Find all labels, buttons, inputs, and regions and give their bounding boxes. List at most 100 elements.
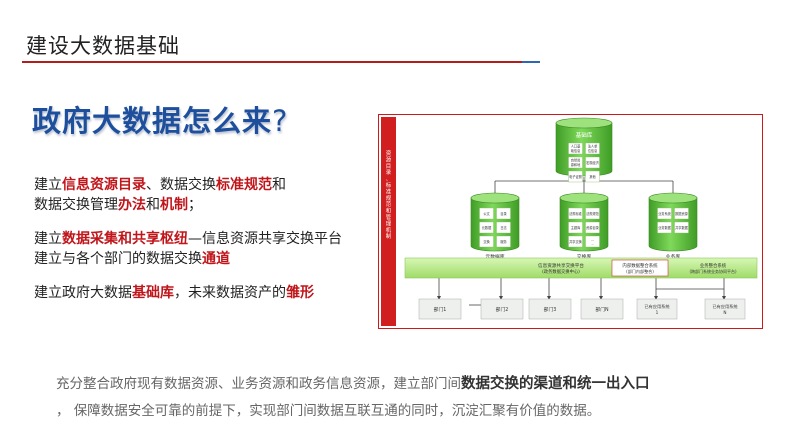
system-label: 已有应用系统 xyxy=(712,303,737,310)
db-cell xyxy=(585,156,600,169)
platform-band xyxy=(404,257,758,279)
db-cell-text: 目录 xyxy=(500,211,507,216)
cylinder-body xyxy=(470,197,520,252)
cylinder-top xyxy=(470,192,520,204)
db-cell-text: 主题库 xyxy=(571,225,581,230)
summary-strong: 数据交换的渠道和统一出入口 xyxy=(461,376,650,392)
db-cell xyxy=(496,221,511,234)
plain-text: 建立 xyxy=(34,231,62,247)
summary-line-2: ， 保障数据安全可靠的前提下，实现部门间数据互联互通的同时，沉淀汇聚有价值的数据… xyxy=(56,403,601,419)
bullet-paragraph: 建立数据采集和共享枢纽—信息资源共享交换平台建立与各个部门的数据交换通道 xyxy=(34,229,342,269)
db-label: 交换库 xyxy=(577,253,592,260)
db-cell-text: 业务系统 xyxy=(658,211,672,216)
db-label: 业务库 xyxy=(666,253,681,260)
system-label: 已有应用系统 xyxy=(644,303,669,310)
department-label: 部门1 xyxy=(434,306,447,313)
internal-integration-box xyxy=(611,259,669,277)
cylinder-body xyxy=(648,197,698,252)
cylinder-top xyxy=(559,192,609,204)
plain-text: —信息资源共享交换平台 xyxy=(188,231,342,247)
db-cell xyxy=(568,156,583,169)
highlight-text: 办法 xyxy=(118,197,146,213)
paragraph-line: 建立政府大数据基础库，未来数据资产的雏形 xyxy=(34,283,314,303)
db-cell-text: 源和地 xyxy=(571,162,581,167)
bullet-paragraph: 建立信息资源目录、数据交换标准规范和数据交换管理办法和机制； xyxy=(34,175,286,215)
department-box xyxy=(528,298,572,320)
heading-mark: ? xyxy=(272,104,289,138)
bullet-paragraph: 建立政府大数据基础库，未来数据资产的雏形 xyxy=(34,283,314,303)
plain-text: 建立与各个部门的数据交换 xyxy=(34,251,202,267)
heading-text: 政府大数据怎么来 xyxy=(32,104,273,138)
db-cell xyxy=(657,221,672,234)
cylinder-top xyxy=(555,117,613,129)
db-cell-text: 宏观经济 xyxy=(586,160,600,165)
highlight-text: 标准规范 xyxy=(216,177,272,193)
db-cell xyxy=(568,207,583,220)
system-sublabel: 1 xyxy=(656,310,659,315)
db-cylinder-base: 基础库人口基础信息法人单位信息自然资源和地宏观经济电子证照其他 xyxy=(555,117,613,183)
db-cell xyxy=(479,235,494,248)
db-cell xyxy=(568,235,583,248)
band-sublabel: (跨部门系统业务协同平台) xyxy=(689,268,737,274)
slide-title: 建设大数据基础 xyxy=(26,34,180,58)
cylinder-top xyxy=(648,192,698,204)
cylinder-body xyxy=(555,122,613,177)
highlight-text: 数据采集和共享枢纽 xyxy=(62,231,188,247)
db-cell-text: 人口基 xyxy=(571,144,581,149)
db-cell-text: 电子证照 xyxy=(569,174,583,179)
db-cell xyxy=(568,142,583,155)
paragraph-line: 建立数据采集和共享枢纽—信息资源共享交换平台 xyxy=(34,229,342,249)
db-cell-text: 数据资源 xyxy=(675,211,689,216)
plain-text: ，未来数据资产的 xyxy=(174,285,286,301)
db-cell xyxy=(585,142,600,155)
db-label: 元数据库 xyxy=(485,253,504,260)
db-cell-text: 共享交换 xyxy=(569,239,583,244)
title-underline-accent xyxy=(522,61,540,63)
band-labels: 信息资源共享交换平台(政务数据交换中心)内部数据整合系统(部门内部整合)业务整合… xyxy=(538,262,737,275)
plain-text: ； xyxy=(188,197,202,213)
band-label: 内部数据整合系统 xyxy=(622,262,658,269)
db-cylinder-exchange: 交换库法规标准法规规范主题库资源目录共享交换..... xyxy=(559,192,609,260)
department-box xyxy=(480,298,524,320)
db-cell xyxy=(585,221,600,234)
db-cell xyxy=(674,221,689,234)
db-cell xyxy=(585,207,600,220)
highlight-text: 通道 xyxy=(202,251,230,267)
db-cell-text: 础信息 xyxy=(571,148,581,153)
system-box xyxy=(704,298,746,320)
summary-prefix: 充分整合政府现有数据资源、业务资源和政务信息资源，建立部门间 xyxy=(56,376,461,392)
system-box xyxy=(636,298,678,320)
db-cell-text: 元数据 xyxy=(482,225,492,230)
db-cell-text: 法规规范 xyxy=(586,211,600,216)
db-cylinder-meta: 元数据库公文目录元数据日志交换服务 xyxy=(470,192,520,260)
db-cell-text: 法规标准 xyxy=(569,211,583,216)
plain-text: 和 xyxy=(146,197,160,213)
db-cell-text: 日志 xyxy=(500,225,507,230)
db-cell xyxy=(585,235,600,248)
db-cell xyxy=(496,207,511,220)
highlight-text: 机制 xyxy=(160,197,188,213)
highlight-text: 雏形 xyxy=(286,285,314,301)
department-box xyxy=(580,298,624,320)
architecture-diagram: 资源目录、标准规范和管理机制 基础库人口基础信息法人单位信息自然资源和地宏观经济… xyxy=(378,114,763,329)
title-underline xyxy=(22,61,522,63)
band-label: 信息资源共享交换平台 xyxy=(538,262,584,269)
highlight-text: 基础库 xyxy=(132,285,174,301)
db-cell-text: 服务 xyxy=(500,239,507,244)
paragraph-line: 数据交换管理办法和机制； xyxy=(34,195,286,215)
db-cell xyxy=(657,207,672,220)
plain-text: 和 xyxy=(272,177,286,193)
system-sublabel: N xyxy=(723,310,726,315)
db-cell xyxy=(479,221,494,234)
paragraph-line: 建立信息资源目录、数据交换标准规范和 xyxy=(34,175,286,195)
db-cell-text: 公文 xyxy=(483,211,490,216)
db-cell-text: ... xyxy=(591,238,594,242)
department-label: 部门2 xyxy=(496,306,509,313)
band-sublabel: (政务数据交换中心) xyxy=(542,268,580,275)
db-cell-text: 资源目录 xyxy=(586,225,600,230)
section-heading: 政府大数据怎么来? xyxy=(32,98,288,140)
department-box xyxy=(418,298,462,320)
db-cell xyxy=(479,207,494,220)
db-cell-text: 自然资 xyxy=(571,158,581,163)
